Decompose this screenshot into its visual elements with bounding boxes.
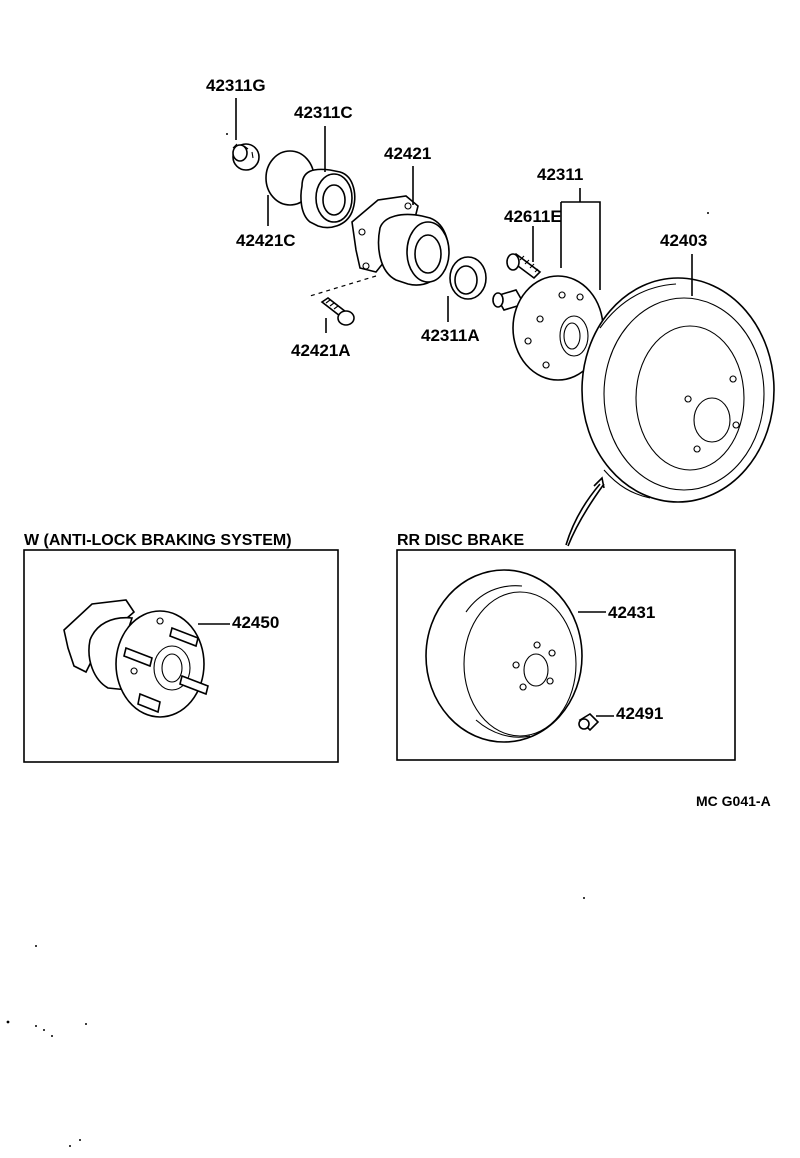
axle-carrier-42421 [351, 195, 450, 286]
oil-seal-42311A [449, 256, 487, 300]
bolt-42421A [320, 297, 355, 326]
scan-specks [6, 133, 709, 1147]
label-42403: 42403 [660, 231, 707, 250]
label-42611E: 42611E [504, 207, 562, 226]
disc-box [396, 549, 736, 761]
label-42421: 42421 [384, 144, 431, 163]
abs-box-title: W (ANTI-LOCK BRAKING SYSTEM) [24, 532, 292, 549]
label-42311G: 42311G [206, 76, 266, 95]
label-42421A: 42421A [291, 341, 351, 360]
figure-reference: MC G041-A [696, 793, 771, 809]
bracket-42311 [560, 188, 601, 290]
label-42311A: 42311A [421, 326, 480, 345]
hub-bolt-42611E [506, 252, 542, 280]
plug-42491 [578, 712, 600, 732]
label-42311: 42311 [537, 165, 583, 184]
axle-hub-42311 [492, 275, 604, 381]
brake-drum-42403 [581, 277, 775, 503]
label-42311C: 42311C [294, 103, 353, 122]
dashed-guide-42421A [309, 275, 377, 297]
disc-box-title: RR DISC BRAKE [397, 532, 524, 549]
bearing-42311C [300, 168, 356, 229]
abs-hub-assembly-42450 [63, 599, 209, 718]
nut-42311G [232, 143, 260, 171]
disc-rotor-42431 [425, 569, 583, 743]
label-42431: 42431 [608, 603, 655, 622]
label-42450: 42450 [232, 613, 279, 632]
label-42491: 42491 [616, 704, 663, 723]
label-42421C: 42421C [236, 231, 296, 250]
alternate-arrow [565, 476, 605, 547]
abs-box [23, 549, 339, 763]
